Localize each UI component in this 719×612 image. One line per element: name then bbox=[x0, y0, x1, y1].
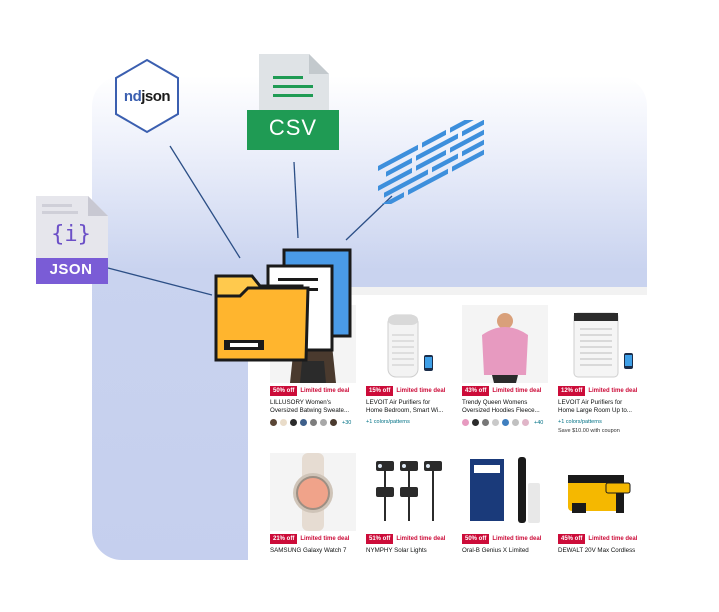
deal-label: Limited time deal bbox=[588, 388, 638, 394]
ndjson-icon bbox=[115, 58, 179, 134]
deal-label: Limited time deal bbox=[588, 536, 638, 542]
deal-label: Limited time deal bbox=[300, 536, 350, 542]
product-image-toothbrush bbox=[462, 453, 548, 531]
product-image-watch bbox=[270, 453, 356, 531]
discount-badge: 51% off bbox=[366, 534, 394, 544]
discount-badge: 50% off bbox=[462, 534, 490, 544]
product-image-air-purifier-large bbox=[558, 305, 644, 383]
folder-icon bbox=[214, 248, 352, 362]
product-image-solar-lights bbox=[366, 453, 452, 531]
json-label: JSON bbox=[49, 261, 93, 278]
color-swatches[interactable]: +40 bbox=[462, 419, 548, 426]
deal-label: Limited time deal bbox=[396, 536, 446, 542]
discount-badge: 43% off bbox=[462, 386, 490, 396]
more-swatches-link[interactable]: +40 bbox=[534, 419, 544, 426]
csv-label: CSV bbox=[268, 115, 318, 140]
product-image-air-purifier bbox=[366, 305, 452, 383]
discount-badge: 45% off bbox=[558, 534, 586, 544]
product-title[interactable]: DEWALT 20V Max Cordless bbox=[558, 547, 636, 554]
parquet-icon bbox=[378, 120, 484, 204]
discount-badge: 21% off bbox=[270, 534, 298, 544]
coupon-text: Save $10.00 with coupon bbox=[558, 428, 620, 434]
deal-label: Limited time deal bbox=[300, 388, 350, 394]
colors-patterns-link[interactable]: +1 colors/patterns bbox=[558, 419, 602, 425]
discount-badge: 15% off bbox=[366, 386, 394, 396]
deal-label: Limited time deal bbox=[396, 388, 446, 394]
more-swatches-link[interactable]: +30 bbox=[342, 419, 352, 426]
discount-badge: 50% off bbox=[270, 386, 298, 396]
csv-file-icon bbox=[247, 54, 339, 150]
color-swatches[interactable]: +30 bbox=[270, 419, 356, 426]
colors-patterns-link[interactable]: +1 colors/patterns bbox=[366, 419, 410, 425]
deal-label: Limited time deal bbox=[492, 536, 542, 542]
product-title[interactable]: Oral-B Genius X Limited bbox=[462, 547, 529, 554]
json-braces-glyph: {i} bbox=[51, 222, 91, 247]
discount-badge: 12% off bbox=[558, 386, 586, 396]
product-image-hoodie bbox=[462, 305, 548, 383]
product-image-drill-kit bbox=[558, 453, 644, 531]
deal-label: Limited time deal bbox=[492, 388, 542, 394]
json-file-icon bbox=[36, 196, 108, 284]
product-title[interactable]: SAMSUNG Galaxy Watch 7 bbox=[270, 547, 347, 554]
product-title[interactable]: NYMPHY Solar Lights bbox=[366, 547, 427, 554]
